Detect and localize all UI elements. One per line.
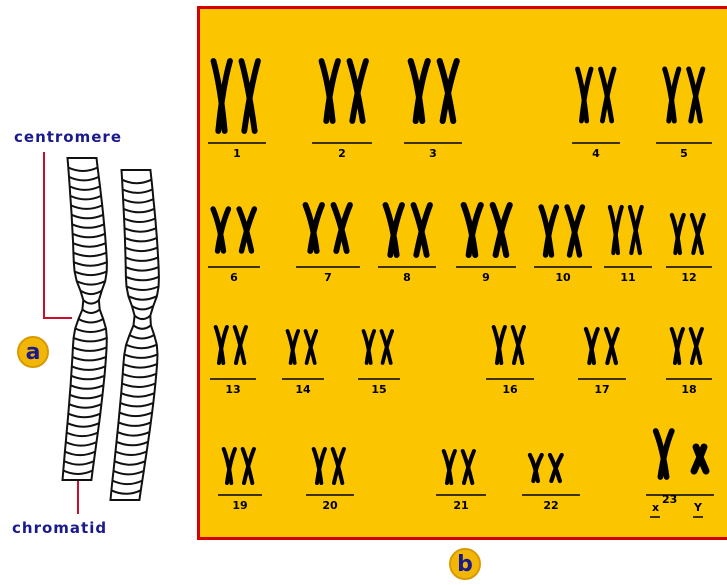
pair-number-17: 17 xyxy=(594,383,609,396)
pair-number-5: 5 xyxy=(680,147,688,160)
pair-number-12: 12 xyxy=(681,271,696,284)
pair-number-7: 7 xyxy=(324,271,332,284)
chromosome-pair-2 xyxy=(321,61,365,121)
pair-number-19: 19 xyxy=(232,499,247,512)
chromosome-pair-9 xyxy=(464,205,510,255)
badge-a: a xyxy=(17,336,49,368)
chromosome-pair-22 xyxy=(530,455,562,481)
chromosome-pair-15 xyxy=(364,331,393,363)
pair-number-2: 2 xyxy=(338,147,346,160)
chromosome-pair-7 xyxy=(305,205,349,251)
chromatid-label: chromatid xyxy=(12,519,107,537)
pair-number-15: 15 xyxy=(371,383,386,396)
chromosome-pair-1 xyxy=(213,61,257,131)
chromosome-pair-18 xyxy=(672,329,702,363)
centromere-label: centromere xyxy=(14,128,122,146)
pair-number-8: 8 xyxy=(403,271,411,284)
chromosome-pair-13 xyxy=(216,327,246,363)
pair-number-9: 9 xyxy=(482,271,490,284)
y-label: Y xyxy=(693,501,703,514)
chromosome-pair-10 xyxy=(541,207,582,255)
x-label: x xyxy=(652,501,659,514)
chromosome-pair-6 xyxy=(213,209,254,251)
chromosome-pair-20 xyxy=(314,449,344,483)
chromosome-pair-21 xyxy=(444,451,474,483)
pair-number-20: 20 xyxy=(322,499,338,512)
pair-number-21: 21 xyxy=(453,499,468,512)
chromosome-pair-16 xyxy=(494,327,524,363)
pair-number-13: 13 xyxy=(225,383,240,396)
pair-number-16: 16 xyxy=(502,383,518,396)
chromosome-pair-17 xyxy=(586,329,618,363)
badge-b: b xyxy=(449,548,481,580)
chromosome-pair-5 xyxy=(665,69,703,121)
chromosome-pair-12 xyxy=(672,215,704,253)
pair-number-10: 10 xyxy=(555,271,571,284)
chromosome-pair-11 xyxy=(610,207,642,253)
y-chromosome xyxy=(694,447,706,471)
chromosome-pair-14 xyxy=(288,331,317,363)
centromere-leader-line xyxy=(44,152,72,318)
pair-number-18: 18 xyxy=(681,383,696,396)
chromosome-pair-19 xyxy=(224,449,254,483)
pair-number-22: 22 xyxy=(543,499,558,512)
chromatid-right xyxy=(111,170,159,500)
pair-number-6: 6 xyxy=(230,271,238,284)
pair-number-11: 11 xyxy=(620,271,635,284)
pair-number-3: 3 xyxy=(429,147,437,160)
sex-chromosomes xyxy=(656,431,672,477)
pair-number-1: 1 xyxy=(233,147,241,160)
chromosome-illustration xyxy=(0,0,197,585)
chromosome-pair-3 xyxy=(411,61,457,121)
pair-number-14: 14 xyxy=(295,383,311,396)
chromosome-pair-4 xyxy=(578,69,615,121)
pair-number-4: 4 xyxy=(592,147,600,160)
pair-number-23: 23 xyxy=(662,493,677,506)
chromosome-pair-8 xyxy=(385,205,429,255)
